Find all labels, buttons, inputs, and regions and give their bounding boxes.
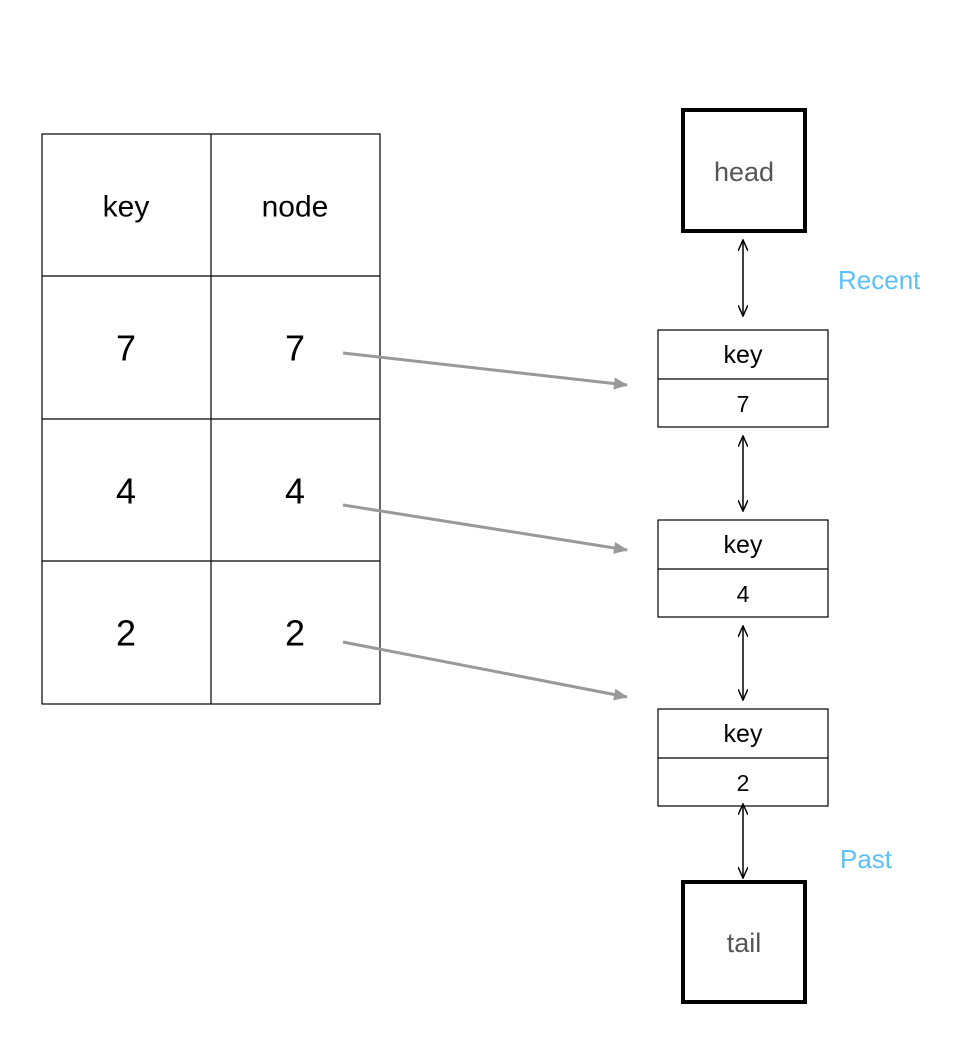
list-node-value: 2: [737, 770, 750, 796]
head-box: [681, 108, 807, 233]
past-annotation: Past: [840, 844, 893, 874]
table-cell-key: 7: [116, 328, 136, 369]
tail-node: tail: [681, 880, 807, 1004]
list-node-key-label: key: [724, 720, 763, 748]
list-node: key 2: [657, 708, 829, 807]
tail-box: [681, 880, 807, 1004]
list-node-key-label: key: [724, 531, 763, 559]
pointer-arrow: [342, 503, 628, 554]
hash-table: key node 7 7 4 4 2 2: [41, 133, 381, 705]
pointer-arrow: [342, 640, 628, 701]
table-cell-node: 2: [285, 613, 305, 654]
table-header-node: node: [262, 191, 329, 224]
head-node: head: [681, 108, 807, 233]
table-header-key: key: [103, 191, 150, 224]
table-cell-key: 2: [116, 613, 136, 654]
pointer-arrow: [342, 351, 628, 390]
pointer-arrows: [342, 351, 628, 701]
table-cell-key: 4: [116, 471, 136, 512]
tail-label: tail: [727, 928, 762, 958]
list-node-value: 7: [737, 391, 750, 417]
list-node: key 4: [657, 519, 829, 618]
list-node-value: 4: [737, 581, 750, 607]
table-cell-node: 4: [285, 471, 305, 512]
table-cell-node: 7: [285, 328, 305, 369]
recent-annotation: Recent: [838, 265, 921, 295]
list-node-key-label: key: [724, 341, 763, 369]
list-node: key 7: [657, 329, 829, 428]
head-label: head: [714, 157, 774, 187]
